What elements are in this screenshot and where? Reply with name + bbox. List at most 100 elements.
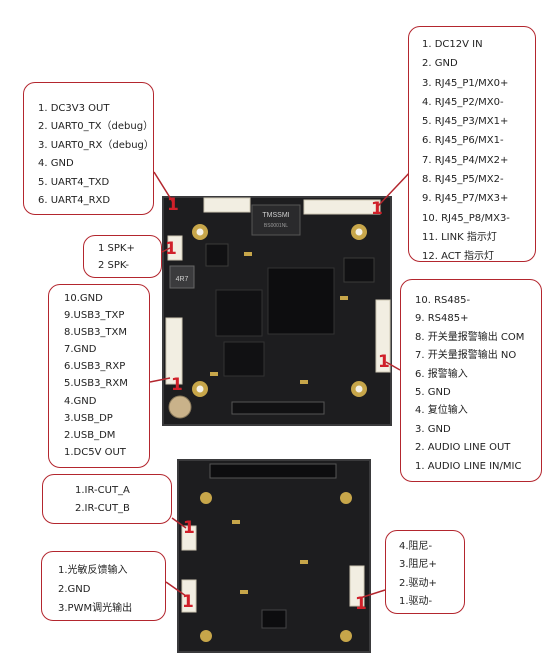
pin-list-iris: 4.阻尼-3.阻尼+2.驱动+1.驱动- (399, 538, 464, 612)
pin-list-light: 1.光敏反馈输入2.GND3.PWM调光输出 (58, 562, 165, 618)
pin-label: 8. RJ45_P5/MX2- (422, 170, 535, 189)
pin-label: 6.USB3_RXP (64, 358, 149, 375)
component (244, 252, 252, 256)
pin-label: 7. 开关量报警输出 NO (415, 347, 541, 365)
pin-label: 4. RJ45_P2/MX0- (422, 93, 535, 112)
component (240, 590, 248, 594)
bottom-board (178, 460, 370, 652)
pin-marker: 1 (165, 241, 177, 258)
mounting-hole (200, 492, 212, 504)
pin-label: 1 SPK+ (98, 240, 161, 257)
pin-label: 5. UART4_TXD (38, 174, 153, 192)
pin-marker: 1 (182, 594, 194, 611)
pin-label: 10. RS485- (415, 292, 541, 310)
pin-label: 8. 开关量报警输出 COM (415, 329, 541, 347)
pin-label: 10. RJ45_P8/MX3- (422, 209, 535, 228)
pin-label: 2. AUDIO LINE OUT (415, 439, 541, 457)
leader-line (378, 170, 412, 206)
pin-label: 2.GND (58, 581, 165, 600)
pin-label: 7.GND (64, 341, 149, 358)
magnetics-label: TMSSMI (262, 212, 289, 219)
pin-label: 6. UART4_RXD (38, 192, 153, 210)
pin-label: 5. RJ45_P3/MX1+ (422, 112, 535, 131)
component (300, 560, 308, 564)
inductor-label: 4R7 (176, 276, 189, 283)
pin-label: 9. RJ45_P7/MX3+ (422, 189, 535, 208)
pin-label: 4. 复位输入 (415, 402, 541, 420)
magnetics-chip (252, 205, 300, 235)
pin-label: 1.驱动- (399, 593, 464, 611)
small-chip (206, 244, 228, 266)
mounting-hole (197, 229, 204, 236)
pin-list-speaker: 1 SPK+2 SPK- (98, 240, 161, 274)
pin-label: 3.USB_DP (64, 410, 149, 427)
pin-label: 4.GND (64, 393, 149, 410)
pin-label: 7. RJ45_P4/MX2+ (422, 151, 535, 170)
pin-label: 1.IR-CUT_A (75, 482, 171, 500)
pin-label: 6. RJ45_P6/MX1- (422, 131, 535, 150)
connector-6pin (204, 198, 250, 212)
pin-label: 2 SPK- (98, 257, 161, 274)
pin-label: 2. UART0_TX（debug） (38, 118, 153, 136)
pin-label: 2.USB_DM (64, 427, 149, 444)
mounting-hole (356, 229, 363, 236)
top-board: TMSSMI BS0001NL 4R7 (163, 197, 391, 425)
soc-chip (268, 268, 334, 334)
pin-label: 3.阻尼+ (399, 556, 464, 574)
pin-label: 9. RS485+ (415, 310, 541, 328)
pin-marker: 1 (183, 520, 195, 537)
mounting-hole (340, 630, 352, 642)
pin-marker: 1 (171, 377, 183, 394)
pin-label: 3. RJ45_P1/MX0+ (422, 74, 535, 93)
pin-marker: 1 (378, 354, 390, 371)
fpc-connector (232, 402, 324, 414)
ram-chip (216, 290, 262, 336)
pin-label: 2.驱动+ (399, 575, 464, 593)
pin-label: 6. 报警输入 (415, 366, 541, 384)
pin-marker: 1 (167, 197, 179, 214)
pin-label: 1. DC12V IN (422, 35, 535, 54)
pin-label: 3.PWM调光输出 (58, 600, 165, 619)
magnetics-sublabel: BS0001NL (264, 223, 288, 229)
pin-label: 1. AUDIO LINE IN/MIC (415, 458, 541, 476)
pin-label: 1. DC3V3 OUT (38, 100, 153, 118)
pin-label: 1.DC5V OUT (64, 444, 149, 461)
pin-label: 5. GND (415, 384, 541, 402)
pin-label: 4. GND (38, 155, 153, 173)
pin-label: 4.阻尼- (399, 538, 464, 556)
callout-speaker: 1 SPK+2 SPK- (83, 235, 162, 278)
pin-label: 8.USB3_TXM (64, 324, 149, 341)
buzzer (169, 396, 191, 418)
callout-iris: 4.阻尼-3.阻尼+2.驱动+1.驱动- (385, 530, 465, 614)
pin-label: 3. UART0_RX（debug） (38, 137, 153, 155)
pin-marker: 1 (355, 596, 367, 613)
mounting-hole (197, 386, 204, 393)
mounting-hole (340, 492, 352, 504)
pin-label: 9.USB3_TXP (64, 307, 149, 324)
pin-label: 11. LINK 指示灯 (422, 228, 535, 247)
driver-chip (262, 610, 286, 628)
component (300, 380, 308, 384)
pin-label: 12. ACT 指示灯 (422, 247, 535, 266)
pin-label: 2.IR-CUT_B (75, 500, 171, 518)
pin-label: 1.光敏反馈输入 (58, 562, 165, 581)
pin-label: 2. GND (422, 54, 535, 73)
connector-12pin (304, 200, 380, 214)
fpc-connector (210, 464, 336, 478)
pin-label: 5.USB3_RXM (64, 375, 149, 392)
component (232, 520, 240, 524)
pin-label: 3. GND (415, 421, 541, 439)
pin-marker: 1 (371, 201, 383, 218)
mounting-hole (356, 386, 363, 393)
